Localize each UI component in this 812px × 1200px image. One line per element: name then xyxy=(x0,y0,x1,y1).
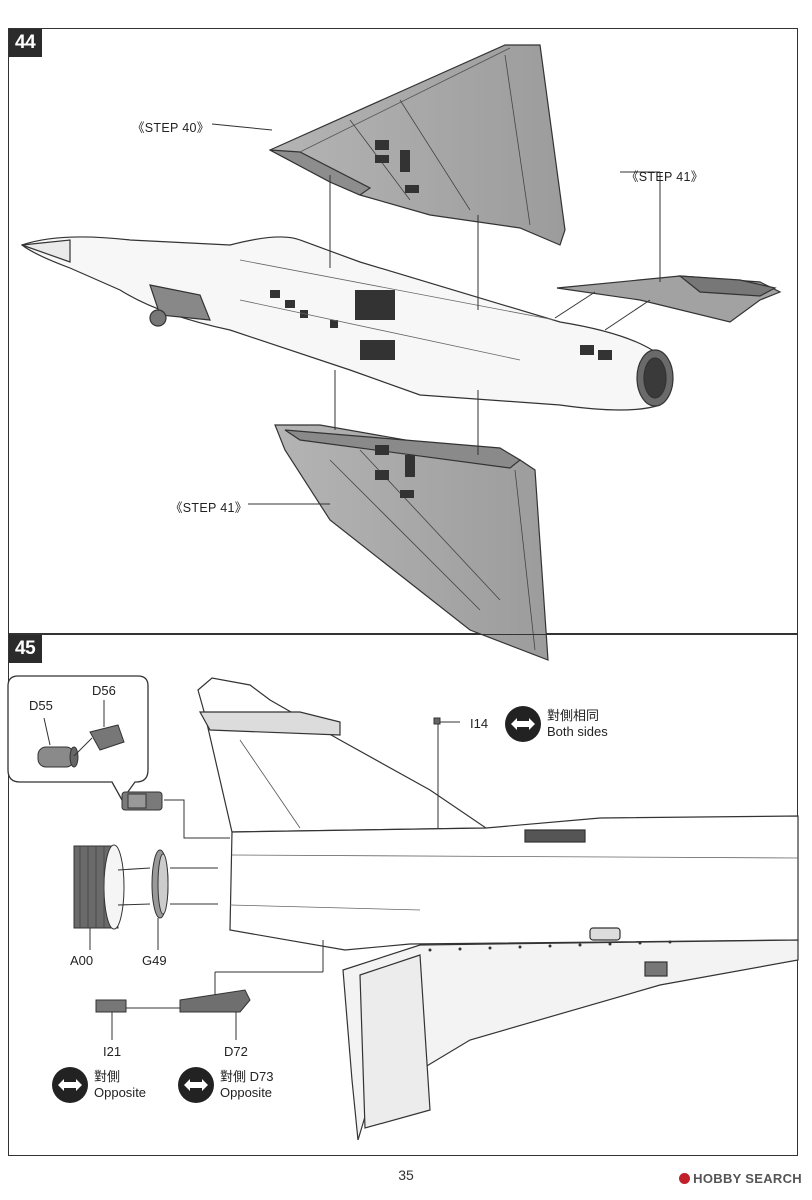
badge-english-text: Opposite xyxy=(94,1085,147,1100)
rear-fuselage xyxy=(229,815,799,951)
double-arrow-icon xyxy=(505,706,541,742)
both-sides-badge: 對側相同 Both sides xyxy=(505,706,608,742)
opposite-badge-right: 對側 D73 Opposite xyxy=(178,1067,273,1103)
watermark-logo-icon xyxy=(679,1173,691,1184)
part-label-g49: G49 xyxy=(142,953,167,968)
watermark-text: HOBBY SEARCH xyxy=(693,1171,802,1186)
step-40-reference: 《STEP 40》 xyxy=(132,121,210,135)
part-i21-drawing xyxy=(95,999,127,1013)
badge-english-text: Both sides xyxy=(547,724,608,739)
step-41-reference-lower: 《STEP 41》 xyxy=(170,501,248,515)
assembled-part xyxy=(121,791,163,811)
part-label-d55: D55 xyxy=(29,698,53,713)
opposite-badge-left: 對側 Opposite xyxy=(52,1067,146,1103)
step-number: 45 xyxy=(9,635,43,663)
part-i14-drawing xyxy=(433,717,441,725)
step-41-reference-right: 《STEP 41》 xyxy=(626,170,704,184)
part-label-d72: D72 xyxy=(224,1044,248,1059)
part-label-i14: I14 xyxy=(470,716,489,731)
part-label-i21: I21 xyxy=(103,1044,122,1059)
part-label-a00: A00 xyxy=(70,953,94,968)
part-label-d56: D56 xyxy=(92,683,116,698)
page-number: 35 xyxy=(398,1167,414,1183)
upper-left-wing xyxy=(268,44,566,246)
fin-part xyxy=(556,275,782,323)
step-number: 44 xyxy=(9,29,43,57)
part-d72-drawing xyxy=(179,989,251,1013)
wing-root xyxy=(342,939,799,1141)
badge-english-text: Opposite xyxy=(220,1085,273,1100)
double-arrow-icon xyxy=(178,1067,214,1103)
badge-chinese-text: 對側相同 xyxy=(547,708,600,723)
ring-part-g49 xyxy=(151,849,169,919)
step-44-panel: 44 xyxy=(8,28,798,634)
part-d56-drawing xyxy=(89,724,125,751)
tail-fin xyxy=(197,677,488,833)
part-d55-drawing xyxy=(37,746,79,768)
badge-chinese-text: 對側 D73 xyxy=(220,1069,274,1084)
lower-left-wing xyxy=(274,424,549,661)
double-arrow-icon xyxy=(52,1067,88,1103)
watermark: HOBBY SEARCH xyxy=(679,1171,802,1186)
exhaust-nozzle-a00 xyxy=(73,844,125,930)
fuselage-top-view xyxy=(20,236,674,411)
detail-callout xyxy=(7,675,149,802)
badge-chinese-text: 對側 xyxy=(94,1069,121,1084)
